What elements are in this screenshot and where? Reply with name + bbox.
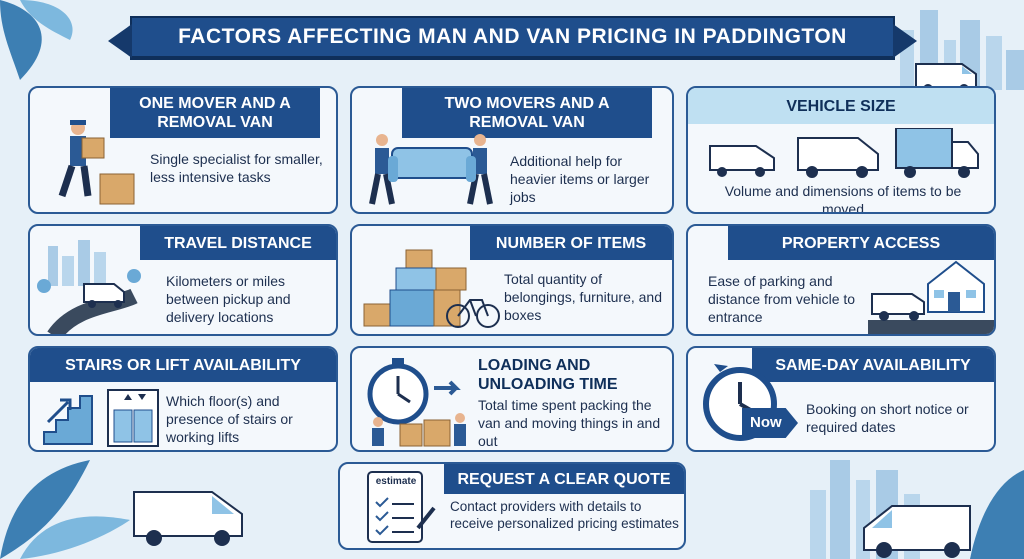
card-travel-distance: TRAVEL DISTANCE Kilometers or miles betw… bbox=[28, 224, 338, 336]
estimate-clipboard-icon: estimate bbox=[354, 468, 438, 548]
vans-icon bbox=[706, 128, 986, 180]
stairs-lift-icon bbox=[42, 388, 162, 448]
city-skyline-bottom-right-icon bbox=[810, 460, 1024, 559]
card-description: Contact providers with details to receiv… bbox=[450, 499, 679, 531]
page-title-banner: FACTORS AFFECTING MAN AND VAN PRICING IN… bbox=[108, 16, 917, 58]
card-title: TRAVEL DISTANCE bbox=[140, 226, 336, 260]
city-road-van-icon bbox=[34, 236, 154, 334]
card-title: LOADING AND UNLOADING TIME bbox=[478, 357, 618, 393]
now-badge-label: Now bbox=[750, 414, 782, 431]
card-description: Ease of parking and distance from vehicl… bbox=[708, 273, 856, 325]
page-title: FACTORS AFFECTING MAN AND VAN PRICING IN… bbox=[178, 25, 847, 48]
card-property-access: PROPERTY ACCESS Ease of parking and dist… bbox=[686, 224, 996, 336]
card-description: Total quantity of belongings, furniture,… bbox=[504, 271, 662, 323]
card-description: Total time spent packing the van and mov… bbox=[478, 397, 661, 449]
card-description: Additional help for heavier items or lar… bbox=[510, 153, 650, 205]
card-loading-unloading: LOADING AND UNLOADING TIME Total time sp… bbox=[350, 346, 674, 452]
card-title: ONE MOVER AND A REMOVAL VAN bbox=[110, 88, 320, 138]
card-title: NUMBER OF ITEMS bbox=[470, 226, 672, 260]
card-title: TWO MOVERS AND A REMOVAL VAN bbox=[402, 88, 652, 138]
card-description: Single specialist for smaller, less inte… bbox=[150, 151, 323, 185]
card-title: SAME-DAY AVAILABILITY bbox=[752, 348, 994, 382]
leaf-decoration-bottom-left-icon bbox=[0, 460, 130, 559]
house-van-icon bbox=[868, 250, 994, 334]
card-description: Which floor(s) and presence of stairs or… bbox=[166, 393, 293, 445]
card-description: Booking on short notice or required date… bbox=[806, 401, 969, 435]
leaf-decoration-top-left-icon bbox=[0, 0, 73, 80]
stopwatch-loading-icon bbox=[364, 358, 474, 450]
card-description: Kilometers or miles between pickup and d… bbox=[166, 273, 291, 325]
card-one-mover: ONE MOVER AND A REMOVAL VAN Single speci… bbox=[28, 86, 338, 214]
card-two-movers: TWO MOVERS AND A REMOVAL VAN Additional … bbox=[350, 86, 674, 214]
estimate-label: estimate bbox=[375, 476, 417, 487]
card-number-of-items: NUMBER OF ITEMS Total quantity of belong… bbox=[350, 224, 674, 336]
van-bottom-left-icon bbox=[133, 491, 243, 546]
now-badge: Now bbox=[742, 408, 798, 438]
mover-with-boxes-icon bbox=[40, 116, 140, 211]
card-title: REQUEST A CLEAR QUOTE bbox=[444, 464, 684, 494]
card-title: PROPERTY ACCESS bbox=[728, 226, 994, 260]
card-description: Volume and dimensions of items to be mov… bbox=[724, 183, 962, 214]
stacked-items-icon bbox=[360, 244, 500, 330]
card-vehicle-size: VEHICLE SIZE Volume and dimensions of it… bbox=[686, 86, 996, 214]
van-bottom-right-icon bbox=[863, 505, 971, 558]
card-request-quote: REQUEST A CLEAR QUOTE estimate Contact p… bbox=[338, 462, 686, 550]
two-movers-sofa-icon bbox=[362, 130, 502, 210]
card-title: VEHICLE SIZE bbox=[688, 88, 994, 124]
card-title: STAIRS OR LIFT AVAILABILITY bbox=[30, 348, 336, 382]
card-same-day-availability: SAME-DAY AVAILABILITY Now Booking on sho… bbox=[686, 346, 996, 452]
card-stairs-lift: STAIRS OR LIFT AVAILABILITY Which floor(… bbox=[28, 346, 338, 452]
